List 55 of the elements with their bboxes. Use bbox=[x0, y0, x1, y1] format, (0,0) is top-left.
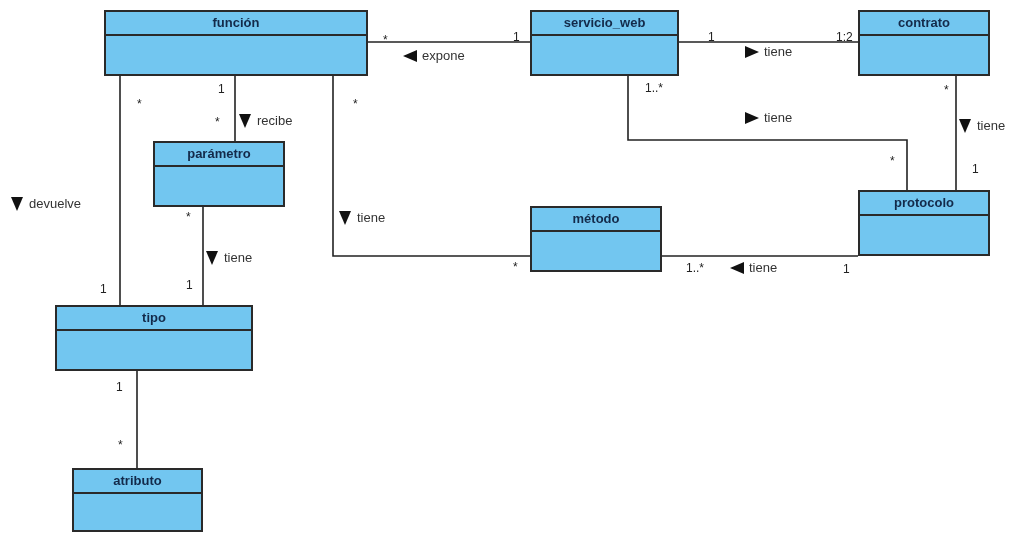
multiplicity-label: 1 bbox=[186, 278, 193, 292]
edge-label: tiene bbox=[357, 210, 386, 225]
multiplicity-label: * bbox=[215, 115, 220, 129]
multiplicity-label: * bbox=[186, 210, 191, 224]
edge-label: tiene bbox=[764, 44, 793, 59]
association-line bbox=[661, 255, 859, 257]
class-box bbox=[858, 190, 990, 256]
association-line bbox=[367, 41, 531, 43]
multiplicity-label: * bbox=[383, 33, 388, 47]
multiplicity-label: * bbox=[513, 260, 518, 274]
multiplicity-label: 1 bbox=[843, 262, 850, 276]
association-line bbox=[627, 75, 908, 191]
multiplicity-label: * bbox=[353, 97, 358, 111]
multiplicity-label: * bbox=[890, 154, 895, 168]
association-line bbox=[955, 75, 957, 191]
multiplicity-label: 1 bbox=[972, 162, 979, 176]
multiplicity-label: 1 bbox=[116, 380, 123, 394]
multiplicity-label: 1 bbox=[100, 282, 107, 296]
class-name: contrato bbox=[898, 15, 950, 31]
edge-label: tiene bbox=[977, 118, 1006, 133]
edge-label: tiene bbox=[224, 250, 253, 265]
edge-label: tiene bbox=[764, 110, 793, 125]
class-box bbox=[104, 10, 368, 76]
multiplicity-label: 1 bbox=[708, 30, 715, 44]
class-name: función bbox=[212, 15, 260, 31]
multiplicity-label: * bbox=[137, 97, 142, 111]
multiplicity-label: * bbox=[944, 83, 949, 97]
edge-label: tiene bbox=[749, 260, 778, 275]
multiplicity-label: 1..* bbox=[645, 81, 663, 95]
multiplicity-label: 1..* bbox=[686, 261, 704, 275]
edge-label: expone bbox=[422, 48, 465, 63]
association-line bbox=[119, 75, 121, 306]
class-name: protocolo bbox=[894, 195, 954, 211]
edge-label: devuelve bbox=[29, 196, 82, 211]
association-line bbox=[332, 75, 531, 257]
class-box bbox=[530, 206, 662, 272]
multiplicity-label: 1:2 bbox=[836, 30, 853, 44]
multiplicity-label: 1 bbox=[218, 82, 225, 96]
association-line bbox=[678, 41, 859, 43]
multiplicity-label: 1 bbox=[513, 30, 520, 44]
association-line bbox=[136, 370, 138, 469]
class-box bbox=[530, 10, 679, 76]
class-name: parámetro bbox=[187, 146, 251, 162]
class-box bbox=[72, 468, 203, 532]
class-box bbox=[55, 305, 253, 371]
edge-label: recibe bbox=[257, 113, 293, 128]
multiplicity-label: * bbox=[118, 438, 123, 452]
class-name: tipo bbox=[142, 310, 166, 326]
association-line bbox=[234, 75, 236, 142]
association-line bbox=[202, 206, 204, 306]
class-name: atributo bbox=[113, 473, 162, 489]
class-box bbox=[858, 10, 990, 76]
class-box bbox=[153, 141, 285, 207]
class-name: servicio_web bbox=[563, 15, 646, 31]
class-name: método bbox=[572, 211, 620, 227]
